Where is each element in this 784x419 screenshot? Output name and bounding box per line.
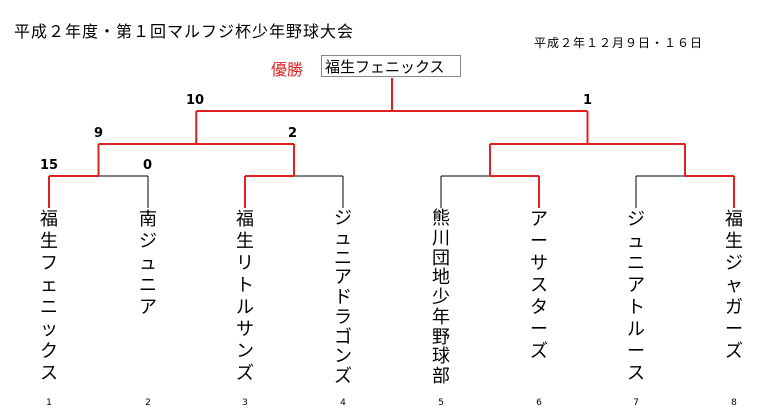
team-char: ス: [627, 363, 645, 384]
team-char: ジ: [725, 253, 743, 274]
team-char: ル: [627, 319, 645, 340]
team-seed-6: 6: [536, 398, 542, 408]
team-char: ド: [334, 287, 352, 309]
team-char: 生: [725, 231, 743, 252]
team-char: ズ: [236, 363, 254, 384]
team-char: ェ: [40, 275, 58, 296]
score-final-right: 1: [583, 93, 593, 108]
champion-label: 優勝: [271, 60, 304, 79]
team-char: 部: [432, 366, 450, 388]
team-char: ッ: [40, 319, 58, 340]
team-char: 川: [432, 227, 450, 249]
team-char: 団: [432, 247, 450, 269]
team-name-1: 福生フェニックス: [36, 209, 62, 385]
champion-team-box: 福生フェニックス: [321, 55, 461, 77]
team-char: ズ: [530, 341, 548, 362]
team-char: サ: [236, 319, 254, 340]
team-char: 生: [40, 231, 58, 252]
team-char: ル: [236, 297, 254, 318]
team-char: ー: [530, 319, 548, 340]
team-char: ズ: [725, 341, 743, 362]
team-name-7: ジュニアトルース: [623, 209, 649, 385]
score-r1-m1-right: 0: [143, 158, 153, 173]
team-char: リ: [236, 253, 254, 274]
team-char: ス: [530, 275, 548, 296]
team-char: ア: [530, 209, 548, 230]
team-char: ー: [725, 319, 743, 340]
team-name-3: 福生リトルサンズ: [232, 209, 258, 385]
team-char: ニ: [139, 275, 157, 296]
team-char: ズ: [334, 366, 352, 388]
score-r2-m1-left: 9: [94, 126, 104, 141]
team-char: 福: [40, 209, 58, 230]
team-char: フ: [40, 253, 58, 274]
team-char: 球: [432, 346, 450, 368]
team-char: ゴ: [334, 326, 352, 348]
team-char: 地: [432, 267, 450, 289]
team-char: ュ: [139, 253, 157, 274]
team-name-8: 福生ジャガーズ: [721, 209, 747, 363]
team-seed-8: 8: [731, 398, 737, 408]
team-name-5: 熊川団地少年野球部: [428, 209, 454, 387]
team-char: 少: [432, 287, 450, 309]
team-char: ニ: [334, 247, 352, 269]
team-char: ジ: [139, 231, 157, 252]
team-char: ト: [627, 297, 645, 318]
team-char: 年: [432, 306, 450, 328]
team-seed-4: 4: [340, 398, 346, 408]
team-char: 生: [236, 231, 254, 252]
team-char: ラ: [334, 306, 352, 328]
team-char: ン: [334, 346, 352, 368]
team-char: 熊: [432, 208, 450, 229]
team-char: ク: [40, 341, 58, 362]
team-seed-3: 3: [242, 398, 248, 408]
team-char: 南: [139, 209, 157, 230]
team-char: ジ: [334, 208, 352, 229]
team-seed-5: 5: [438, 398, 444, 408]
score-r2-m1-right: 2: [288, 126, 298, 141]
team-char: ス: [40, 363, 58, 384]
tournament-date: 平成２年１２月９日・１６日: [534, 36, 704, 50]
tournament-title: 平成２年度・第１回マルフジ杯少年野球大会: [14, 22, 355, 41]
team-char: ー: [530, 231, 548, 252]
team-char: ジ: [627, 209, 645, 230]
team-char: ニ: [627, 253, 645, 274]
score-r1-m1-left: 15: [40, 158, 59, 173]
team-char: 福: [725, 209, 743, 230]
team-char: ニ: [40, 297, 58, 318]
team-char: ュ: [627, 231, 645, 252]
team-char: ー: [627, 341, 645, 362]
team-name-6: アーサスターズ: [526, 209, 552, 363]
team-name-2: 南ジュニア: [135, 209, 161, 319]
team-char: ャ: [725, 275, 743, 296]
team-char: ア: [334, 267, 352, 289]
team-char: 野: [432, 326, 450, 348]
team-char: ト: [236, 275, 254, 296]
team-seed-1: 1: [46, 398, 52, 408]
team-char: ガ: [725, 297, 743, 318]
team-char: タ: [530, 297, 548, 318]
team-char: サ: [530, 253, 548, 274]
team-char: ュ: [334, 227, 352, 249]
team-name-4: ジュニアドラゴンズ: [330, 209, 356, 387]
team-seed-2: 2: [145, 398, 151, 408]
team-seed-7: 7: [633, 398, 639, 408]
team-char: ア: [627, 275, 645, 296]
team-char: ン: [236, 341, 254, 362]
team-char: 福: [236, 209, 254, 230]
team-char: ア: [139, 297, 157, 318]
score-final-left: 10: [186, 93, 205, 108]
